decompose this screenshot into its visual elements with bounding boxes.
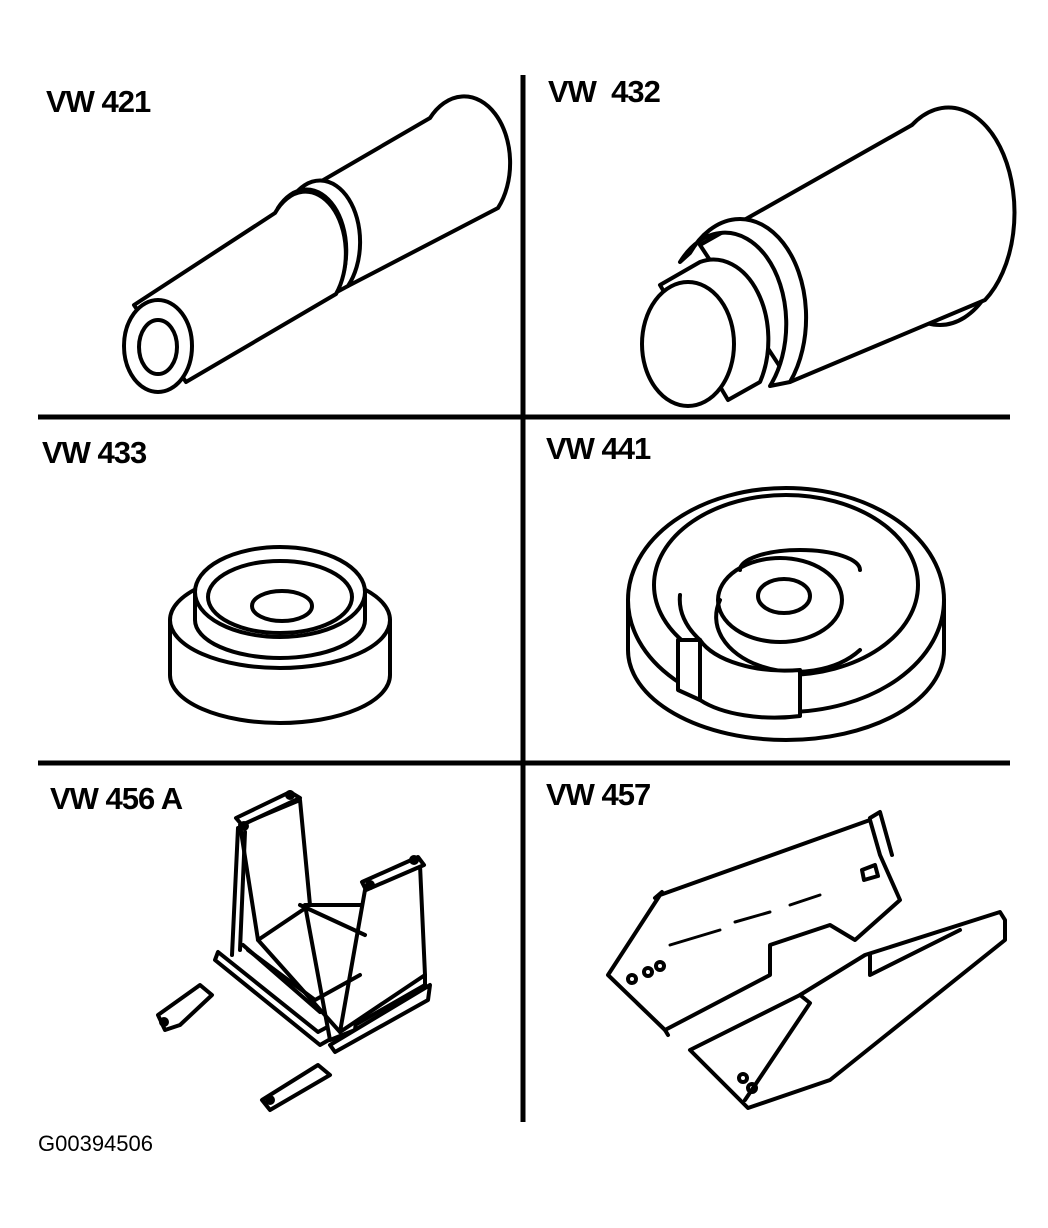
vw432-drawing xyxy=(640,105,1017,408)
grid-lines xyxy=(38,75,1010,1122)
tool-label-vw441: VW 441 xyxy=(546,431,651,466)
figure-id: G00394506 xyxy=(38,1131,153,1156)
vw421-drawing xyxy=(122,94,513,394)
vw457-drawing xyxy=(606,810,1007,1110)
vw456a-drawing xyxy=(156,790,432,1112)
tool-label-vw457: VW 457 xyxy=(546,777,651,812)
vw441-drawing xyxy=(626,486,946,742)
tool-label-vw433: VW 433 xyxy=(42,435,147,470)
tool-label-vw432: VW 432 xyxy=(548,74,661,109)
tool-label-vw421: VW 421 xyxy=(46,84,151,119)
tool-label-vw456a: VW 456 A xyxy=(50,781,183,816)
vw433-drawing xyxy=(168,545,392,725)
